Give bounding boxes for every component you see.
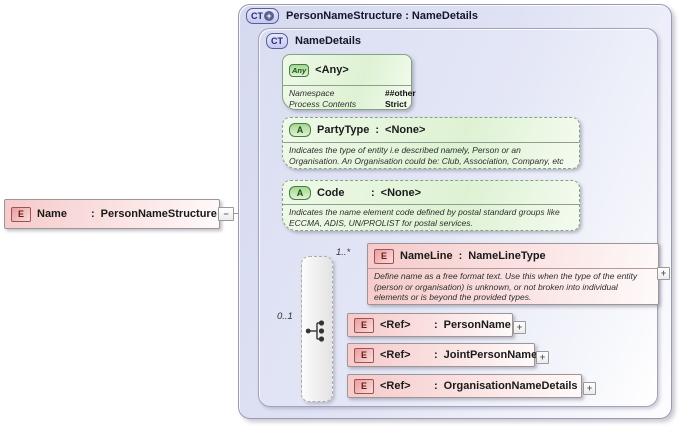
attribute-description: Indicates the type of entity i.e describ… — [289, 145, 564, 166]
element-type-separator: : — [458, 250, 463, 262]
element-type: OrganisationNameDetails — [443, 380, 578, 392]
element-type-separator: : — [434, 349, 438, 361]
element-name: Name — [37, 208, 67, 220]
attribute-header: A PartyType : <None> — [283, 118, 579, 143]
complex-type-title: PersonNameStructure : NameDetails — [286, 10, 478, 22]
ref-personname-box[interactable]: E <Ref> : PersonName — [347, 313, 513, 337]
attribute-type-separator: : — [371, 186, 375, 199]
complex-type-header: CT + PersonNameStructure : NameDetails — [246, 8, 478, 24]
element-type: JointPersonName — [443, 349, 538, 361]
any-box-header: Any <Any> — [283, 55, 411, 86]
element-header: E <Ref> : PersonName — [348, 314, 512, 336]
expand-button[interactable]: + — [583, 382, 596, 395]
element-type-separator: : — [434, 319, 438, 331]
property-row: Namespace ##other — [289, 88, 416, 99]
any-box-properties: Namespace ##other Process Contents Stric… — [283, 86, 416, 110]
property-value: ##other — [385, 88, 416, 98]
element-name: <Ref> — [380, 319, 411, 331]
nested-type-header: CT NameDetails — [266, 33, 361, 49]
any-box-title: <Any> — [315, 64, 349, 76]
nested-type-title: NameDetails — [295, 35, 362, 47]
element-name: <Ref> — [380, 380, 411, 392]
complex-type-icon: CT + — [246, 8, 279, 24]
element-header: E Name : PersonNameStructure — [5, 200, 219, 228]
attribute-name: Code — [317, 186, 345, 199]
element-badge-icon: E — [374, 248, 394, 264]
attribute-partytype-box[interactable]: A PartyType : <None> Indicates the type … — [282, 117, 580, 169]
expand-button[interactable]: + — [513, 321, 526, 334]
element-header: E <Ref> : OrganisationNameDetails — [348, 375, 581, 397]
sequence-icon — [305, 320, 325, 342]
attribute-type-separator: : — [375, 124, 380, 136]
element-type: PersonNameStructure — [100, 208, 217, 220]
expand-button[interactable]: + — [657, 267, 670, 280]
attribute-name: PartyType — [317, 124, 370, 136]
property-value: Strict — [385, 99, 407, 109]
property-name: Namespace — [289, 88, 335, 98]
property-row: Process Contents Strict — [289, 99, 407, 110]
element-header: E NameLine : NameLineType — [368, 244, 658, 269]
element-type-separator: : — [91, 208, 95, 220]
collapse-button[interactable]: − — [218, 207, 234, 221]
attribute-badge-icon: A — [289, 123, 311, 137]
attribute-code-box[interactable]: A Code : <None> Indicates the name eleme… — [282, 180, 580, 231]
nameline-cardinality-label: 1..* — [336, 247, 351, 258]
property-name: Process Contents — [289, 99, 357, 109]
attribute-badge-icon: A — [289, 185, 311, 200]
element-name-box[interactable]: E Name : PersonNameStructure — [4, 199, 220, 229]
element-badge-icon: E — [354, 378, 374, 394]
element-type: PersonName — [443, 319, 511, 331]
element-name: NameLine — [400, 250, 453, 262]
ref-jointpersonname-box[interactable]: E <Ref> : JointPersonName — [347, 343, 537, 367]
element-badge-icon: E — [354, 347, 374, 363]
element-badge-icon: E — [354, 317, 374, 333]
any-wildcard-box[interactable]: Any <Any> Namespace ##other Process Cont… — [282, 54, 416, 110]
compositor-box[interactable] — [301, 256, 333, 402]
expand-button[interactable]: + — [536, 351, 549, 364]
attribute-type: <None> — [385, 124, 426, 136]
complex-type-icon: CT — [266, 33, 288, 49]
attribute-description: Indicates the name element code defined … — [289, 207, 560, 228]
compositor-cardinality-label: 0..1 — [277, 311, 293, 322]
attribute-type: <None> — [380, 186, 422, 199]
element-description: Define name as a free format text. Use t… — [374, 271, 638, 302]
ref-organisationnamedetails-box[interactable]: E <Ref> : OrganisationNameDetails — [347, 374, 582, 398]
element-type-separator: : — [434, 380, 438, 392]
element-header: E <Ref> : JointPersonName — [348, 344, 537, 366]
element-badge-icon: E — [11, 206, 31, 222]
element-nameline-box[interactable]: E NameLine : NameLineType Define name as… — [367, 243, 659, 305]
element-name: <Ref> — [380, 349, 411, 361]
attribute-header: A Code : <None> — [283, 181, 579, 205]
ct-plus-icon: + — [264, 11, 274, 21]
ct-badge-label: CT — [271, 36, 283, 46]
any-badge-icon: Any — [289, 63, 310, 77]
element-type: NameLineType — [468, 250, 546, 262]
ct-badge-label: CT — [251, 11, 263, 21]
